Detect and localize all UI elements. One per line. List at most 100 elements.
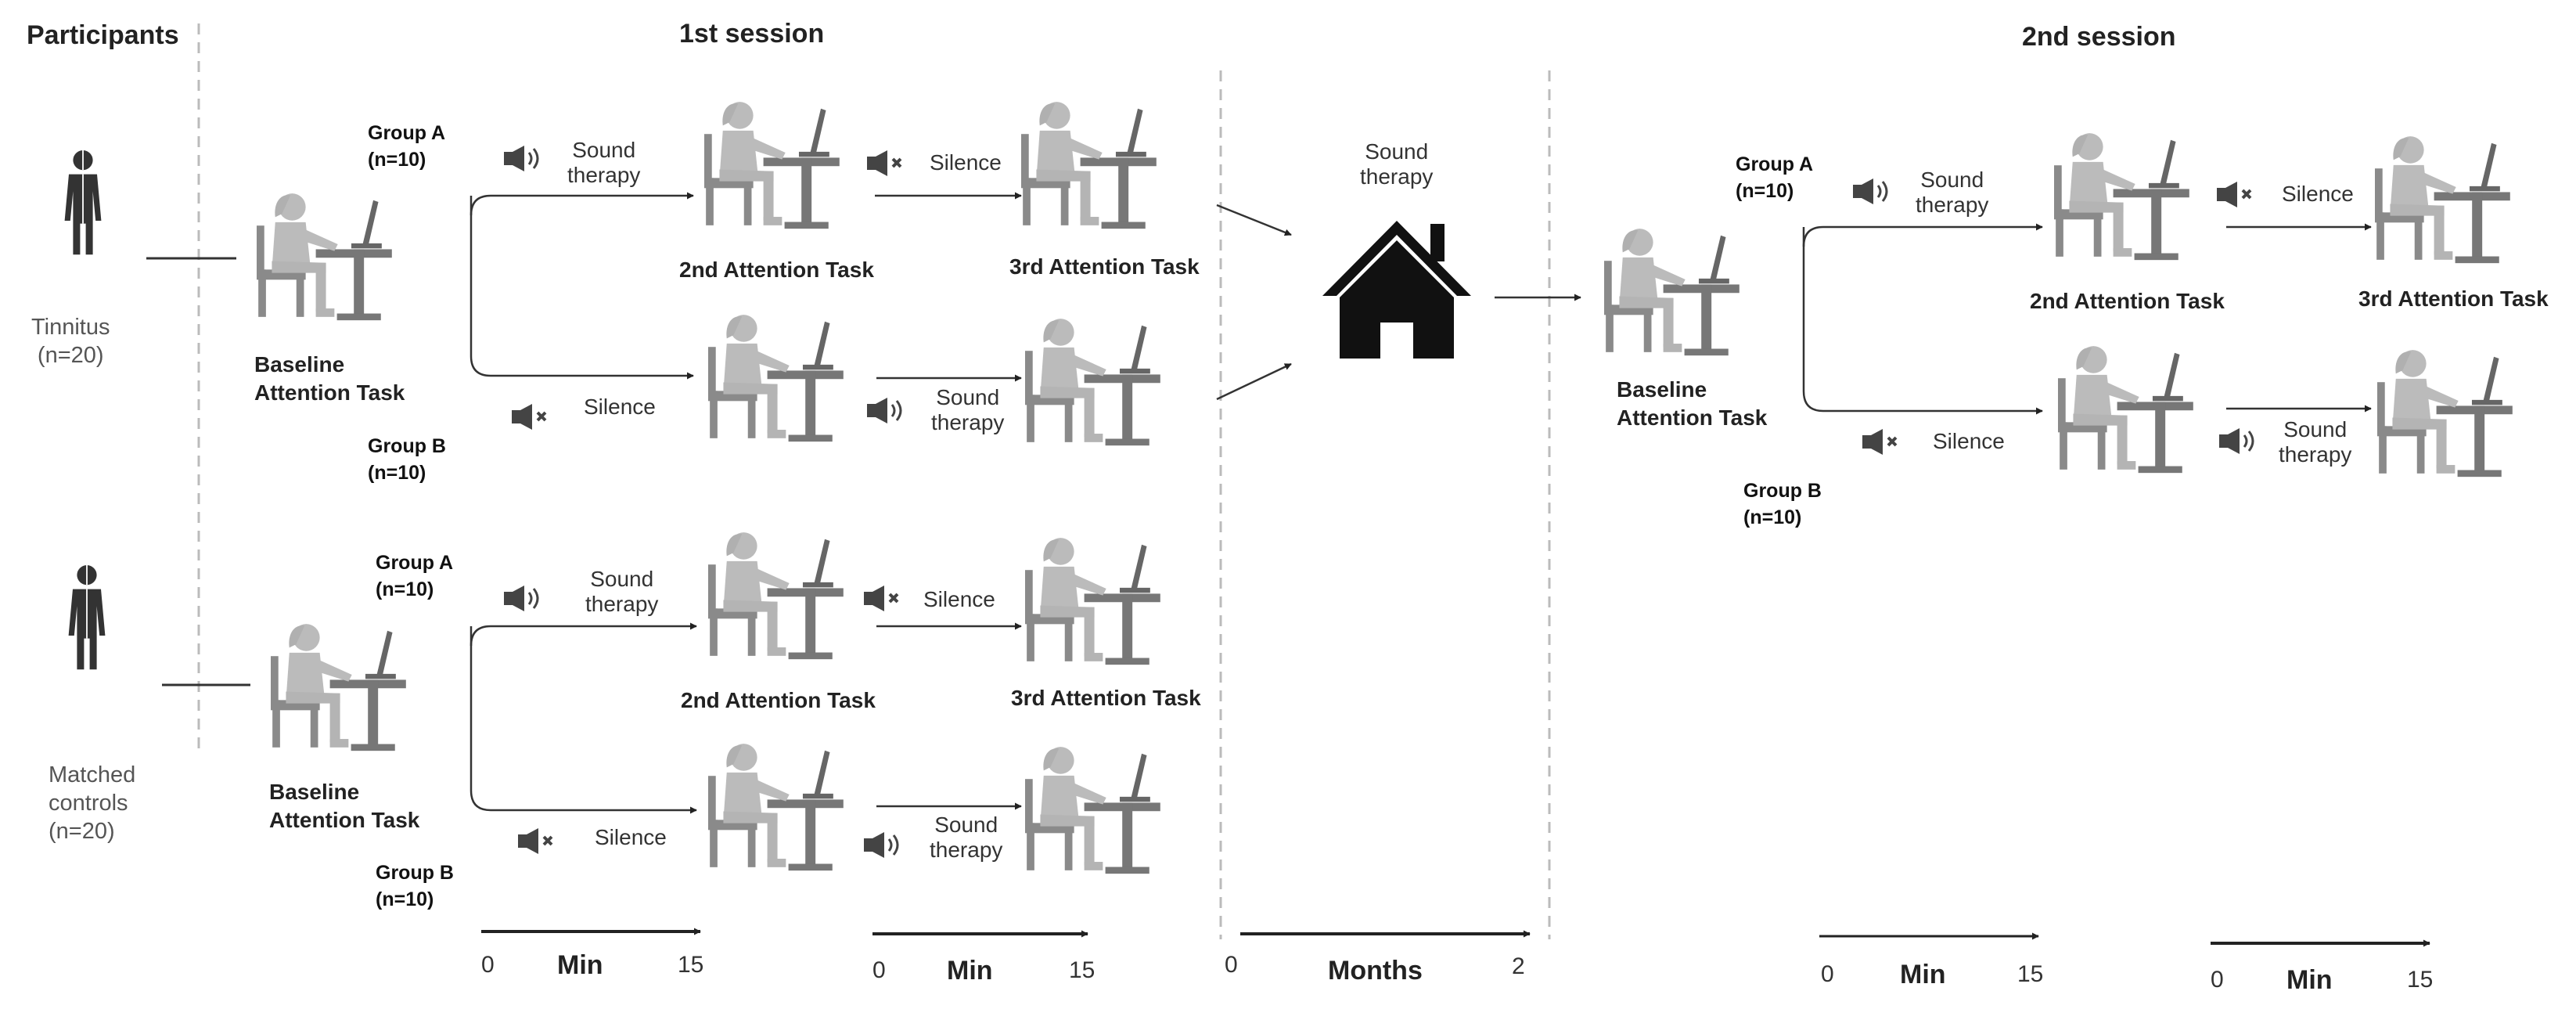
group-a-label: Group A (1736, 153, 1814, 175)
group-a-n: (n=10) (368, 149, 426, 171)
tinnitus-person-icon (64, 150, 102, 255)
group-a-label: Group A (376, 552, 454, 574)
block3-2nd-task-label: 2nd Attention Task (2030, 289, 2225, 313)
block1-a-speaker-icon (502, 144, 539, 173)
block3-a-sound-therapy: Sound therapy (1916, 168, 1988, 218)
sound-therapy-line1: Sound (1920, 168, 1984, 192)
block1-a-3rd-workstation-icon (1021, 102, 1157, 229)
sound-therapy-line2: therapy (930, 838, 1003, 862)
block1-b-sound-therapy: Sound therapy (931, 385, 1004, 435)
block2-baseline-label: Baseline Attention Task (269, 778, 419, 834)
controls-label-line2: controls (49, 791, 128, 816)
block1-b-silence: Silence (584, 395, 656, 419)
block3-a-muted-icon (2215, 180, 2252, 209)
session2-header: 2nd session (2022, 22, 2176, 52)
block3-b-speaker-icon (2218, 427, 2254, 456)
group-b-n: (n=10) (1743, 506, 1802, 528)
timeline2-end: 15 (1069, 957, 1096, 983)
group-a-n: (n=10) (376, 578, 434, 600)
block2-a-sound-therapy: Sound therapy (585, 567, 658, 617)
block3-b-2nd-workstation-icon (2058, 346, 2193, 474)
block2-b-silence: Silence (595, 825, 667, 849)
baseline-label-line2: Attention Task (1617, 405, 1768, 430)
participants-header: Participants (27, 20, 179, 50)
block1-a-muted-icon (865, 149, 902, 178)
block2-b-sound-therapy: Sound therapy (930, 813, 1002, 863)
block2-a-2nd-workstation-icon (708, 532, 844, 660)
controls-baseline-workstation-icon (271, 624, 406, 751)
block3-a-silence: Silence (2282, 182, 2354, 206)
timeline2-label: Min (947, 956, 993, 986)
home-sound-therapy-label: Sound therapy (1360, 139, 1433, 189)
block3-a-3rd-workstation-icon (2375, 136, 2510, 264)
group-a-label: Group A (368, 122, 446, 144)
sound-therapy-line2: therapy (567, 163, 641, 187)
block2-a-muted-icon (862, 584, 899, 613)
group-a-n: (n=10) (1736, 180, 1794, 202)
baseline-label-line2: Attention Task (269, 808, 420, 832)
timeline-months-label: Months (1328, 956, 1423, 986)
session2-baseline-workstation-icon (1604, 229, 1740, 356)
tinnitus-label: Tinnitus (n=20) (31, 313, 110, 369)
block1-a-sound-therapy: Sound therapy (567, 138, 640, 188)
block1-b-3rd-workstation-icon (1025, 319, 1160, 446)
group-b-label: Group B (1743, 480, 1822, 502)
block2-a-3rd-workstation-icon (1025, 538, 1160, 665)
controls-label: Matched controls (n=20) (49, 761, 135, 845)
timeline4-label: Min (2286, 965, 2333, 995)
sound-therapy-line1: Sound (572, 138, 636, 162)
tinnitus-label-line1: Tinnitus (31, 315, 110, 340)
block1-branch (470, 196, 694, 380)
block1-a-silence: Silence (930, 150, 1002, 175)
block2-b-3rd-workstation-icon (1025, 747, 1160, 874)
timeline2-start: 0 (872, 957, 886, 983)
group-b-label: Group B (368, 435, 446, 457)
baseline-label-line1: Baseline (269, 780, 360, 804)
tinnitus-label-line2: (n=20) (37, 343, 104, 368)
block3-3rd-task-label: 3rd Attention Task (2358, 286, 2549, 311)
sound-therapy-line2: therapy (1916, 193, 1989, 217)
sound-therapy-line1: Sound (590, 567, 654, 591)
home-label-line2: therapy (1360, 164, 1434, 189)
block3-b-sound-therapy: Sound therapy (2279, 417, 2351, 467)
block1-3rd-task-label: 3rd Attention Task (1009, 254, 1200, 279)
block2-2nd-task-label: 2nd Attention Task (681, 688, 876, 712)
baseline-workstation-icon (257, 193, 392, 321)
block2-3rd-task-label: 3rd Attention Task (1011, 686, 1201, 710)
timeline3-label: Min (1900, 960, 1946, 989)
block1-group-a: Group A (n=10) (368, 120, 445, 173)
block2-a-silence: Silence (923, 587, 995, 611)
sound-therapy-line1: Sound (2283, 417, 2348, 441)
sound-therapy-line1: Sound (934, 813, 998, 837)
timeline1-label: Min (557, 950, 603, 980)
block1-2nd-task-label: 2nd Attention Task (679, 258, 874, 282)
block1-b-speaker-icon (865, 396, 902, 425)
sound-therapy-line2: therapy (2279, 442, 2352, 467)
timeline-months-end: 2 (1512, 953, 1525, 979)
block2-b-2nd-workstation-icon (708, 744, 844, 871)
timeline1-start: 0 (481, 952, 495, 978)
block2-group-a: Group A (n=10) (376, 550, 453, 603)
group-b-n: (n=10) (368, 462, 426, 484)
block1-group-b: Group B (n=10) (368, 433, 446, 486)
timeline1-end: 15 (678, 952, 704, 978)
block2-a-speaker-icon (502, 584, 539, 613)
house-icon (1322, 221, 1471, 359)
block1-baseline-label: Baseline Attention Task (254, 351, 405, 407)
group-b-n: (n=10) (376, 888, 434, 910)
block1-a-2nd-workstation-icon (704, 102, 840, 229)
block3-b-silence: Silence (1933, 429, 2005, 453)
block3-baseline-label: Baseline Attention Task (1617, 376, 1767, 432)
block3-a-speaker-icon (1851, 177, 1888, 206)
controls-label-line1: Matched (49, 762, 136, 787)
block1-b-muted-icon (510, 402, 547, 431)
timeline3-end: 15 (2017, 961, 2044, 987)
block3-a-2nd-workstation-icon (2054, 133, 2189, 261)
timeline4-end: 15 (2407, 967, 2434, 993)
block3-group-b: Group B (n=10) (1743, 477, 1822, 531)
baseline-label-line1: Baseline (1617, 377, 1707, 402)
timeline3-start: 0 (1821, 961, 1834, 987)
timeline4-start: 0 (2211, 967, 2224, 993)
block3-group-a: Group A (n=10) (1736, 151, 1813, 204)
